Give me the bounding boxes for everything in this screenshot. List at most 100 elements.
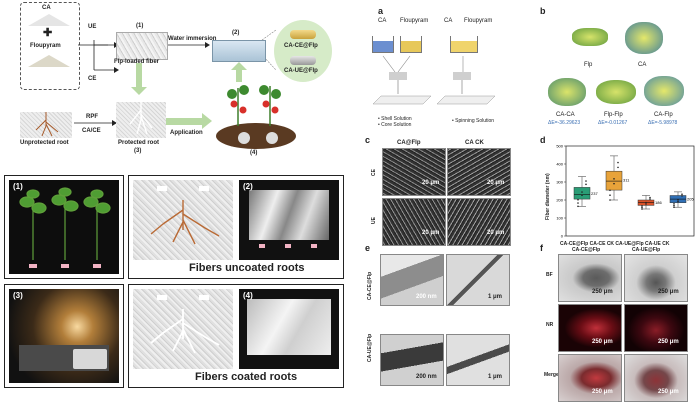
panel-d-letter: d <box>540 135 546 145</box>
data-point <box>617 162 619 164</box>
c-sem-ue-ck <box>447 198 511 246</box>
e-scale-4: 1 μm <box>488 374 502 380</box>
b-caca-molecule <box>548 78 586 106</box>
b-e1: ΔE=-36.29623 <box>548 120 580 127</box>
box-CA-CE@Flp <box>574 187 590 199</box>
data-point <box>641 205 643 207</box>
mean-label: 186 <box>655 200 662 205</box>
data-point <box>645 203 647 205</box>
b-ca-molecule <box>625 22 663 54</box>
photo3-label: (3) <box>13 292 23 299</box>
f-scale-5: 250 μm <box>592 389 613 395</box>
rpf-label: RPF <box>86 114 98 121</box>
e-scale-2: 1 μm <box>488 294 502 300</box>
b-caca-label: CA-CA <box>556 112 575 119</box>
f-r3: Merge <box>544 372 559 379</box>
electrospinning-device-photo <box>9 289 119 383</box>
photo4-label: (4) <box>243 292 253 299</box>
e-scale-3: 200 nm <box>416 374 437 380</box>
photo2-label: (2) <box>243 183 253 190</box>
unprotected-root-label: Unprotected root <box>20 140 69 147</box>
mean-label: 205 <box>687 197 694 202</box>
uncoated-roots-photo <box>133 180 233 260</box>
panel-b-letter: b <box>540 6 546 16</box>
f-scale-6: 250 μm <box>658 389 679 395</box>
b-flp-molecule <box>572 28 608 46</box>
data-point <box>649 197 651 199</box>
b-flpflp-molecule <box>596 80 636 104</box>
e-scale-1: 200 nm <box>416 294 437 300</box>
data-point <box>641 207 643 209</box>
data-point <box>673 205 675 207</box>
protected-root-label: Protected root <box>118 140 159 147</box>
data-point <box>681 193 683 195</box>
tomato-plants-illustration <box>214 76 298 150</box>
data-point <box>609 194 611 196</box>
data-point <box>649 198 651 200</box>
mean-label: 237 <box>591 191 598 196</box>
photo1-label: (1) <box>13 183 23 190</box>
c-col1: CA@Flp <box>397 140 421 147</box>
f-r1: BF <box>546 272 553 279</box>
f-scale-4: 250 μm <box>658 339 679 345</box>
step3-label: (3) <box>134 148 141 155</box>
ue-capsule-icon <box>290 56 316 65</box>
a-beaker-2 <box>400 36 422 53</box>
foil-photo-uncoated <box>239 180 339 260</box>
data-point <box>673 206 675 208</box>
water-label: Water immersion <box>168 36 216 43</box>
data-point <box>645 202 647 204</box>
b-e3: ΔE=-5.98978 <box>648 120 677 127</box>
f-scale-2: 250 μm <box>658 289 679 295</box>
photo-box-3: (3) <box>4 284 124 388</box>
ce-capsule-icon <box>290 30 316 39</box>
foil-photo-coated <box>239 289 339 369</box>
c-sem-ce-ck <box>447 148 511 196</box>
b-flp-label: Flp <box>584 62 592 69</box>
a-beaker-1 <box>372 36 394 53</box>
data-point <box>677 199 679 201</box>
data-point <box>617 167 619 169</box>
b-ca-label: CA <box>638 62 646 69</box>
data-point <box>613 183 615 185</box>
coated-caption: Fibers coated roots <box>195 371 297 383</box>
ca-ce-label: CA/CE <box>82 128 101 135</box>
c-scale-2: 20 μm <box>487 180 504 186</box>
f-r2: NR <box>546 322 553 329</box>
f-col2: CA-UE@Flp <box>632 247 660 254</box>
ca-ue-flp-label: CA-UE@Flp <box>284 68 318 75</box>
box-CA-CE CK <box>606 171 622 190</box>
data-point <box>609 199 611 201</box>
y-tick-label: 400 <box>556 162 563 167</box>
b-caflp-molecule <box>644 76 684 106</box>
y-tick-label: 300 <box>556 180 563 185</box>
data-point <box>641 208 643 210</box>
mean-label: 311 <box>623 178 630 183</box>
f-scale-3: 250 μm <box>592 339 613 345</box>
step1-label: (1) <box>136 23 143 30</box>
flp-fiber-mat <box>116 32 168 60</box>
e-row2: CA-UE@Flp <box>367 334 373 362</box>
c-scale-4: 20 μm <box>487 230 504 236</box>
protected-root-image <box>116 102 166 138</box>
a-flo2: Floupyram <box>464 18 492 25</box>
flp-fiber-label: Flp-loaded fiber <box>114 59 159 66</box>
f-col1: CA-CE@Flp <box>572 247 600 254</box>
data-point <box>677 201 679 203</box>
uncoated-caption: Fibers uncoated roots <box>189 262 305 274</box>
c-col2: CA CK <box>465 140 484 147</box>
y-tick-label: 0 <box>561 234 564 239</box>
c-sem-ue-flp <box>382 198 446 246</box>
step4-label: (4) <box>250 150 257 157</box>
photo-box-1: (1) <box>4 175 124 279</box>
b-flpflp-label: Flp-Flp <box>604 112 623 119</box>
data-point <box>585 184 587 186</box>
unprotected-root-image <box>20 112 72 138</box>
photo-box-4: (4) Fibers coated roots <box>128 284 344 388</box>
c-row1: CE <box>371 169 377 176</box>
b-caflp-label: CA-Flp <box>654 112 673 119</box>
y-tick-label: 200 <box>556 198 563 203</box>
data-point <box>673 203 675 205</box>
application-label: Application <box>170 130 203 137</box>
e-row1: CA-CE@Flp <box>367 272 373 300</box>
